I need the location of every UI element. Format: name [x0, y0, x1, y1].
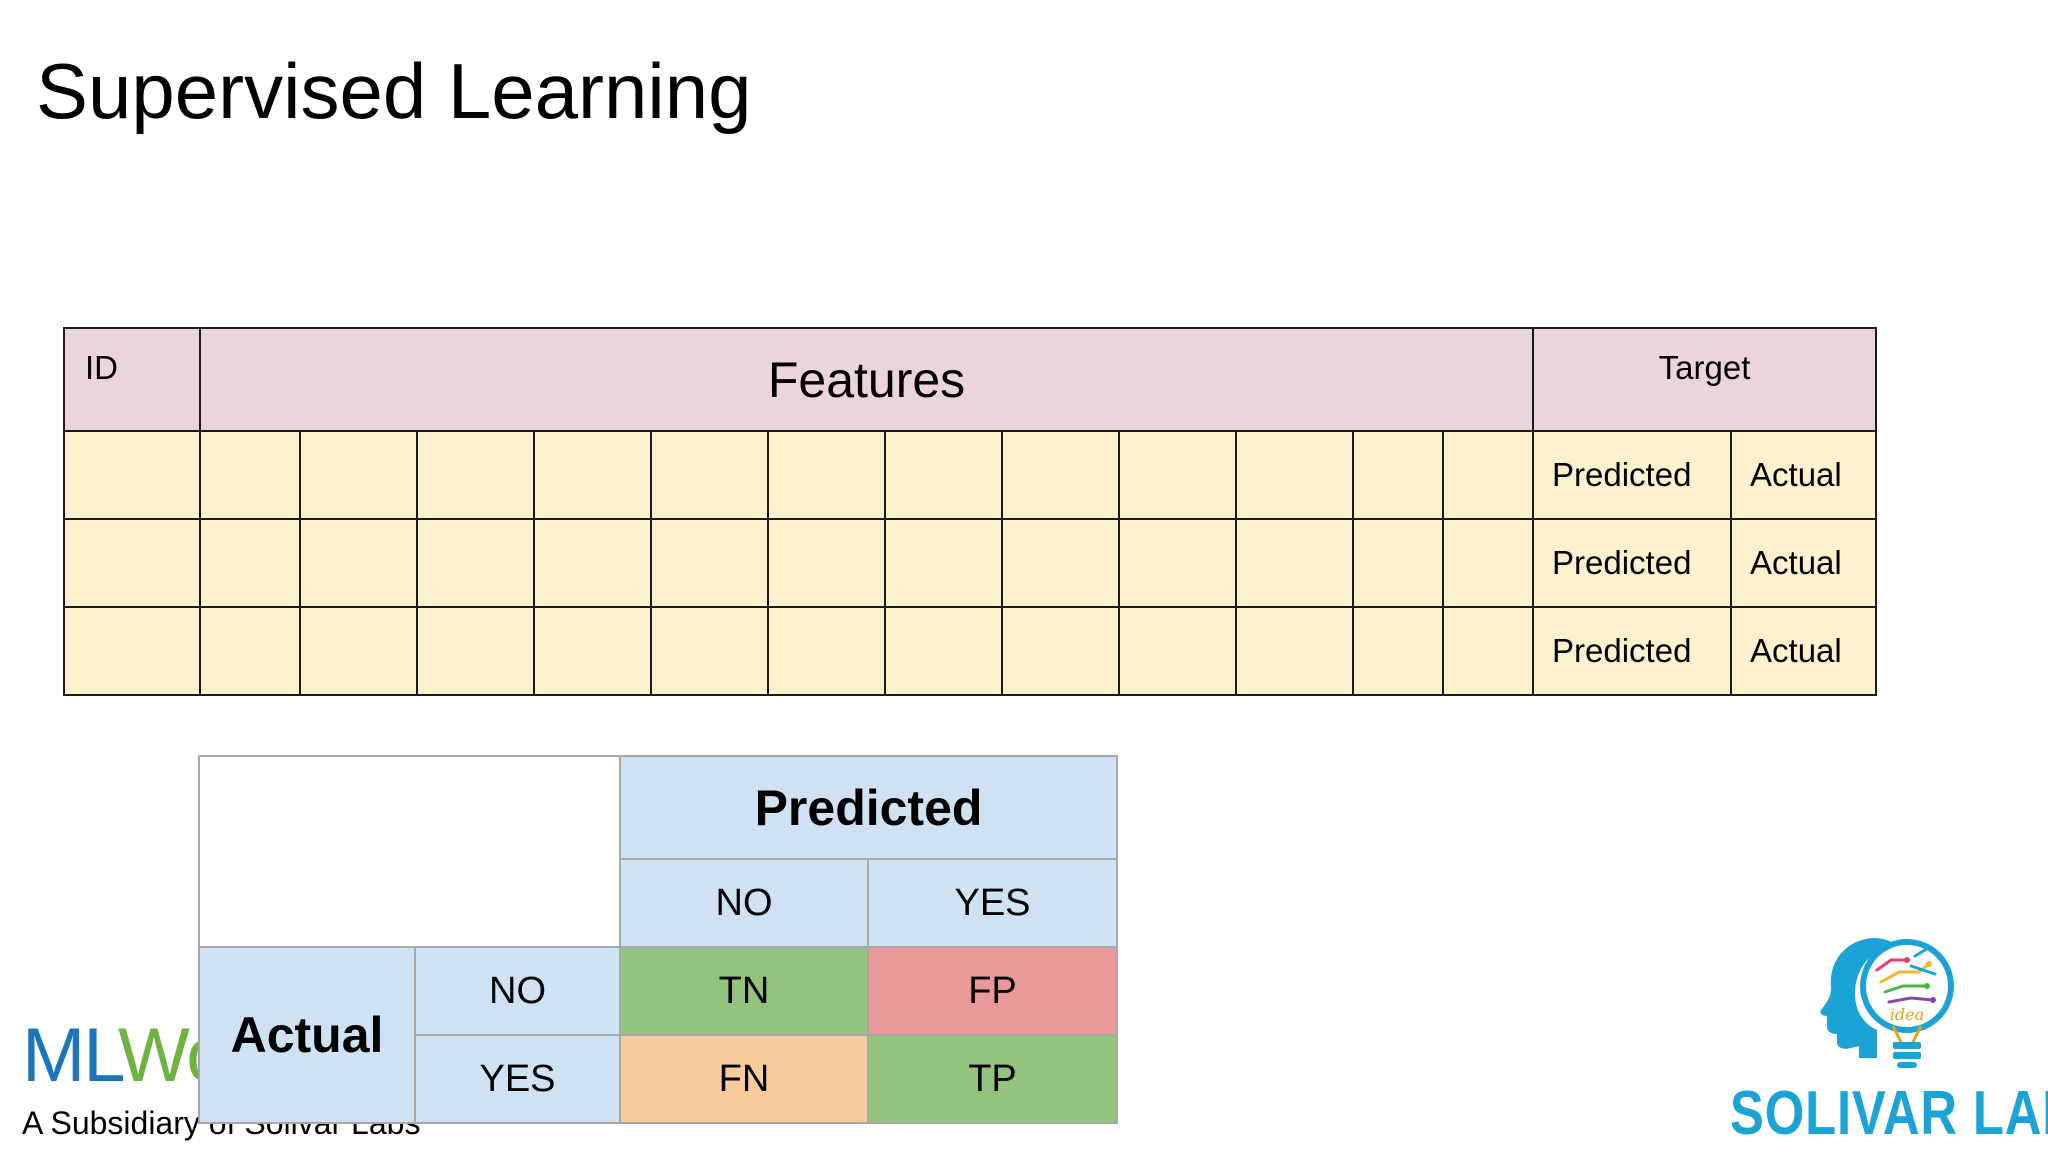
feature-cell	[1352, 606, 1444, 696]
false-negative-cell: FN	[619, 1034, 869, 1124]
feature-cell	[416, 430, 535, 520]
mlw-logo: MLWo	[22, 1018, 229, 1094]
feature-cell	[533, 606, 652, 696]
confusion-matrix: Predicted NO YES Actual NO TN FP YES FN …	[198, 755, 1119, 1124]
feature-cell	[1441, 430, 1535, 520]
feature-cell	[416, 606, 535, 696]
false-positive-cell: FP	[866, 946, 1119, 1036]
features-header: Features	[198, 327, 1535, 432]
slide-title: Supervised Learning	[36, 47, 752, 135]
feature-cell	[533, 518, 652, 608]
target-header: Target	[1532, 327, 1878, 432]
feature-cell	[299, 518, 418, 608]
feature-cell	[650, 518, 769, 608]
feature-cell	[767, 518, 886, 608]
feature-cell	[199, 430, 301, 520]
dataset-header-row: ID Features Target	[63, 327, 1878, 432]
feature-cell	[884, 518, 1003, 608]
feature-cell	[1001, 430, 1120, 520]
feature-cell	[1235, 430, 1354, 520]
actual-title: Actual	[198, 946, 416, 1124]
true-negative-cell: TN	[619, 946, 869, 1036]
matrix-corner-blank	[198, 755, 621, 948]
feature-cell	[1118, 518, 1237, 608]
feature-cell	[884, 430, 1003, 520]
feature-cell	[416, 518, 535, 608]
feature-cell	[299, 606, 418, 696]
bulb-idea-text: idea	[1890, 1005, 1924, 1024]
actual-cell: Actual	[1730, 518, 1878, 608]
actual-cell: Actual	[1730, 606, 1878, 696]
id-header: ID	[63, 327, 201, 432]
feature-cell	[199, 606, 301, 696]
feature-cell	[1118, 606, 1237, 696]
true-positive-cell: TP	[866, 1034, 1119, 1124]
feature-cell	[767, 430, 886, 520]
predicted-cell: Predicted	[1532, 518, 1733, 608]
predicted-yes-label: YES	[866, 858, 1119, 948]
feature-cell	[199, 518, 301, 608]
feature-cell	[1441, 518, 1535, 608]
feature-cell	[1235, 518, 1354, 608]
predicted-cell: Predicted	[1532, 430, 1733, 520]
actual-no-label: NO	[414, 946, 621, 1036]
actual-yes-label: YES	[414, 1034, 621, 1124]
id-cell	[63, 518, 201, 608]
solivar-labs-wordmark: SOLIVAR LABS	[1730, 1079, 2048, 1148]
predicted-title: Predicted	[618, 755, 1119, 860]
predicted-no-label: NO	[619, 858, 869, 948]
feature-cell	[1235, 606, 1354, 696]
feature-cell	[884, 606, 1003, 696]
feature-cell	[1352, 430, 1444, 520]
id-cell	[63, 606, 201, 696]
feature-cell	[1001, 606, 1120, 696]
actual-cell: Actual	[1730, 430, 1878, 520]
feature-cell	[650, 606, 769, 696]
feature-cell	[650, 430, 769, 520]
feature-cell	[299, 430, 418, 520]
lightbulb-head-icon: idea	[1820, 938, 1954, 1068]
feature-cell	[1001, 518, 1120, 608]
feature-cell	[1118, 430, 1237, 520]
id-cell	[63, 430, 201, 520]
feature-cell	[1441, 606, 1535, 696]
mlw-logo-ml: ML	[22, 1013, 120, 1098]
predicted-cell: Predicted	[1532, 606, 1733, 696]
feature-cell	[767, 606, 886, 696]
feature-cell	[533, 430, 652, 520]
feature-cell	[1352, 518, 1444, 608]
